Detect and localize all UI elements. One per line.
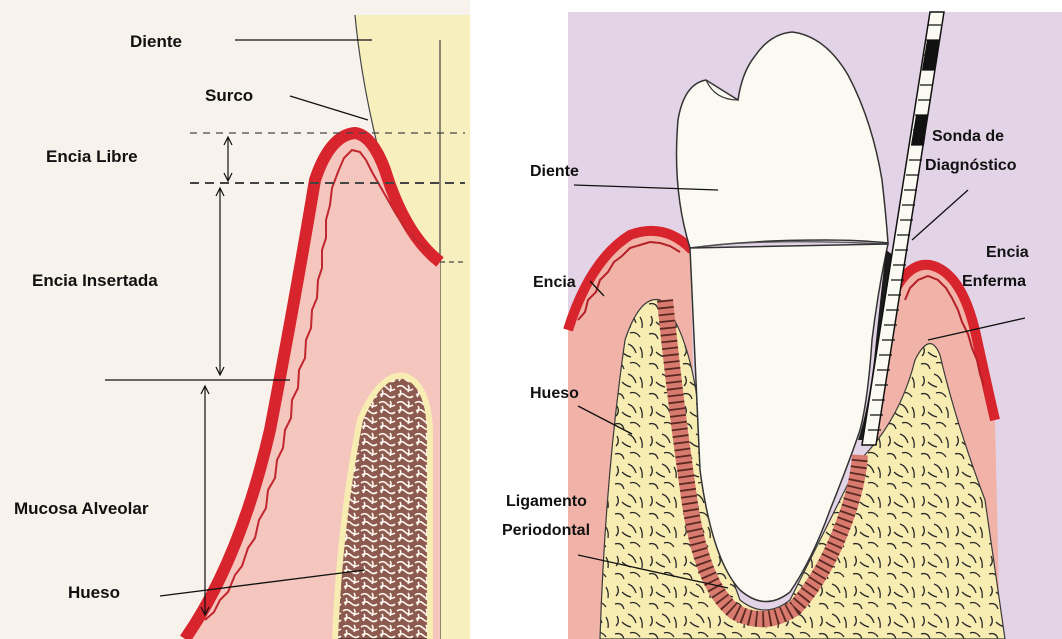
label-sonda-line1: Sonda de bbox=[932, 128, 1004, 145]
label-diente-right: Diente bbox=[530, 163, 579, 180]
right-panel: Diente Sonda de Diagnóstico Encia Encia … bbox=[502, 12, 1062, 639]
label-hueso-right: Hueso bbox=[530, 385, 579, 402]
label-encia: Encia bbox=[533, 274, 576, 291]
label-encia-libre: Encia Libre bbox=[46, 147, 138, 166]
label-surco: Surco bbox=[205, 86, 253, 105]
label-encia-insertada: Encia Insertada bbox=[32, 271, 158, 290]
label-encia-enferma-line1: Encia bbox=[986, 244, 1029, 261]
label-encia-enferma-line2: Enferma bbox=[962, 273, 1026, 290]
left-panel: Diente Surco Encia Libre Encia Insertada… bbox=[0, 0, 470, 639]
label-ligamento-line2: Periodontal bbox=[502, 522, 590, 539]
label-hueso-left: Hueso bbox=[68, 583, 120, 602]
label-mucosa-alveolar: Mucosa Alveolar bbox=[14, 499, 149, 518]
label-ligamento-line1: Ligamento bbox=[506, 493, 587, 510]
label-sonda-line2: Diagnóstico bbox=[925, 157, 1017, 174]
label-diente-left: Diente bbox=[130, 32, 182, 51]
